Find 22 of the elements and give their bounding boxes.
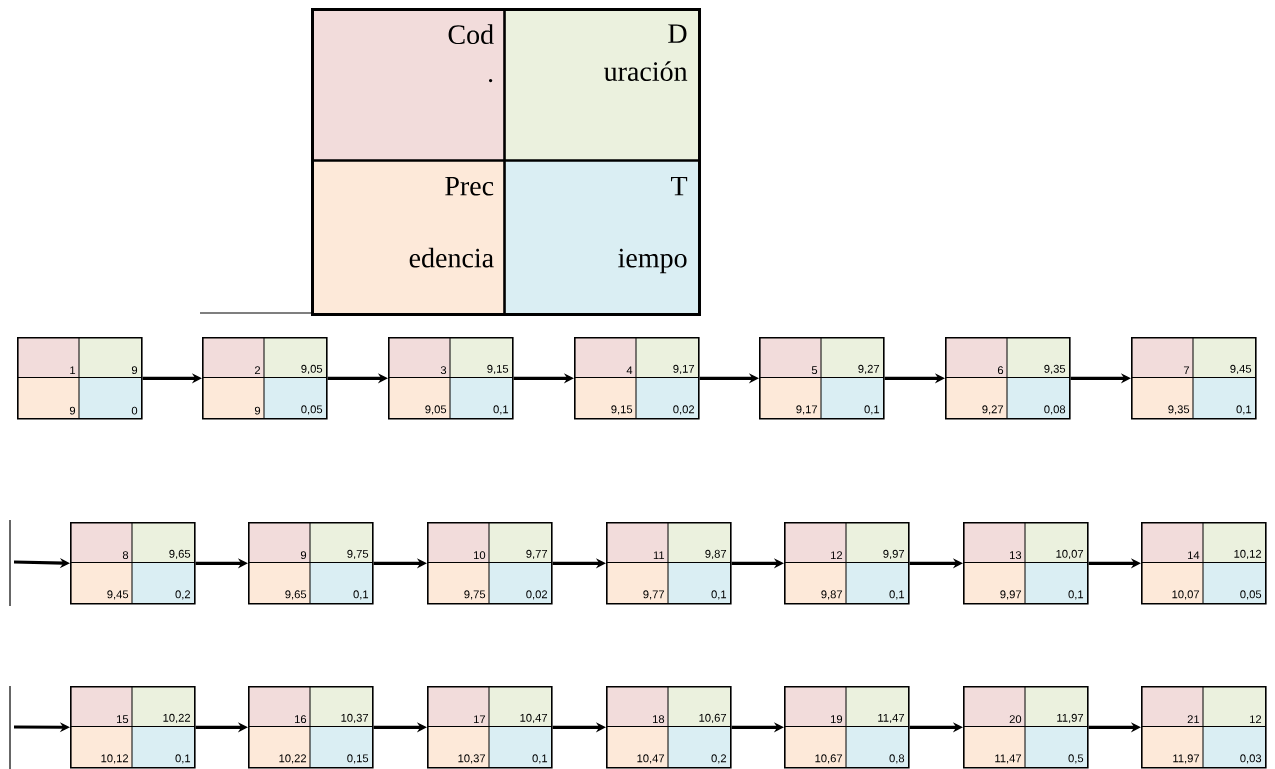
activity-box: 7 9,45 9,35 0,1 (1130, 336, 1257, 420)
activity-box: 4 9,17 9,15 0,02 (573, 336, 700, 420)
activity-box: 5 9,27 9,17 0,1 (758, 336, 885, 420)
activity-box: 11 9,87 9,77 0,1 (605, 521, 732, 605)
activity-box: 3 9,15 9,05 0,1 (387, 336, 514, 420)
activity-box: 9 9,75 9,65 0,1 (247, 521, 374, 605)
activity-box: 21 12 11,97 0,03 (1140, 685, 1267, 769)
activity-box: 14 10,12 10,07 0,05 (1140, 521, 1267, 605)
activity-box: 13 10,07 9,97 0,1 (962, 521, 1089, 605)
activity-box: 17 10,47 10,37 0,1 (426, 685, 553, 769)
activity-box: 20 11,97 11,47 0,5 (962, 685, 1089, 769)
activity-box: 10 9,77 9,75 0,02 (426, 521, 553, 605)
activity-box: 2 9,05 9 0,05 (201, 336, 328, 420)
activity-box: 12 9,97 9,87 0,1 (783, 521, 910, 605)
activity-box: 19 11,47 10,67 0,8 (783, 685, 910, 769)
activity-box: 6 9,35 9,27 0,08 (944, 336, 1071, 420)
activity-box: 16 10,37 10,22 0,15 (247, 685, 374, 769)
activity-box: 15 10,22 10,12 0,1 (69, 685, 196, 769)
activity-box: 8 9,65 9,45 0,2 (69, 521, 196, 605)
legend-key-box: Cod . D uración Prec edencia T iempo (311, 8, 701, 316)
activity-box: 18 10,67 10,47 0,2 (605, 685, 732, 769)
activity-box: 1 9 9 0 (16, 336, 143, 420)
